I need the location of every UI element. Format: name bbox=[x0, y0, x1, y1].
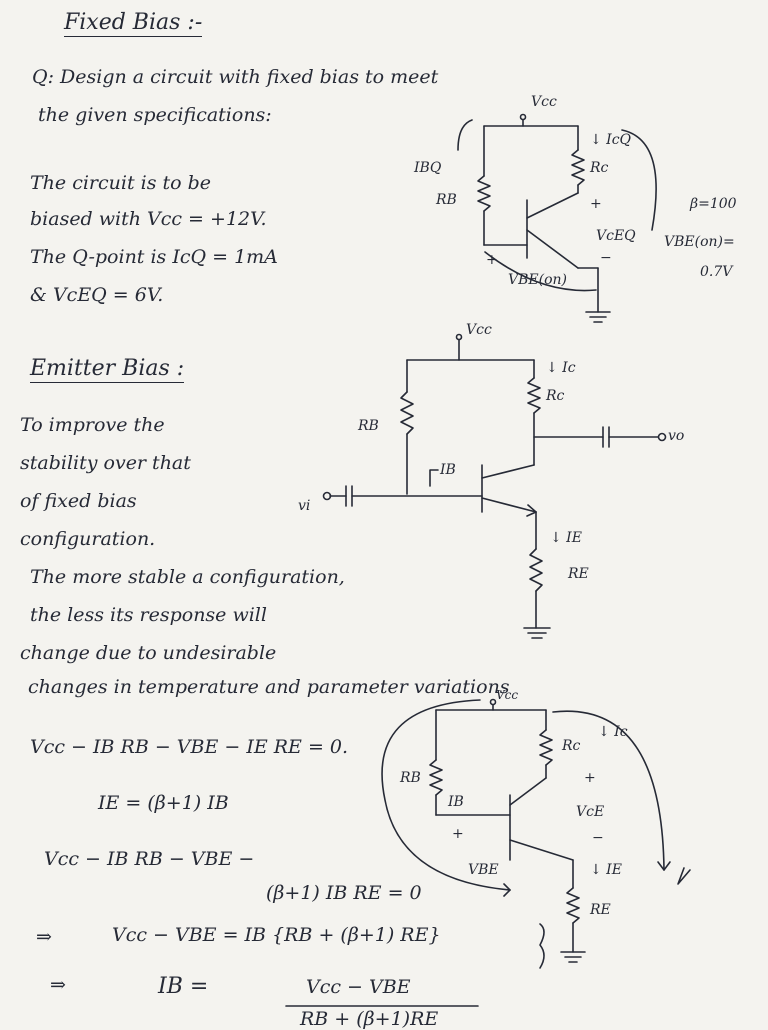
equation-substitute-line-1: Vcc − IB RB − VBE − bbox=[44, 848, 255, 870]
heading-fixed-bias: Fixed Bias :- bbox=[64, 10, 203, 37]
kvl-minus-ce: − bbox=[592, 830, 604, 846]
kvl-vcc-label: Vcc bbox=[496, 688, 519, 702]
fixed-plus-be: + bbox=[486, 252, 498, 268]
fixed-vbe-spec-line-2: 0.7V bbox=[700, 264, 733, 280]
fixed-vceq-label: VcEQ bbox=[596, 228, 636, 244]
kvl-rb-label: RB bbox=[400, 770, 421, 786]
kvl-ic-label: ↓ Ic bbox=[598, 724, 628, 740]
question-line-1: Q: Design a circuit with fixed bias to m… bbox=[32, 66, 439, 88]
fixed-ibq-label: IBQ bbox=[414, 160, 442, 176]
equation-ib-lhs: IB = bbox=[158, 974, 209, 999]
emitter-vcc-label: Vcc bbox=[466, 322, 492, 338]
kvl-vce-label: VcE bbox=[576, 804, 605, 820]
emitter-text-line-3: of fixed bias bbox=[20, 490, 137, 512]
emitter-vi-label: vi bbox=[298, 498, 311, 514]
fixed-text-line-3: The Q-point is IcQ = 1mA bbox=[30, 246, 278, 268]
fixed-vbe-spec-line-1: VBE(on)= bbox=[664, 234, 735, 250]
stability-note-line-3: change due to undesirable bbox=[20, 642, 277, 664]
fixed-rb-label: RB bbox=[436, 192, 457, 208]
equation-ib-numerator: Vcc − VBE bbox=[306, 976, 411, 998]
fixed-beta-spec: β=100 bbox=[690, 196, 737, 212]
emitter-text-line-4: configuration. bbox=[20, 528, 156, 550]
kvl-re-label: RE bbox=[590, 902, 611, 918]
fixed-bias-circuit bbox=[457, 113, 657, 323]
implies-arrow-1: ⇒ bbox=[36, 926, 52, 948]
emitter-bias-circuit bbox=[322, 333, 667, 639]
equation-ib-denominator: RB + (β+1)RE bbox=[300, 1008, 439, 1030]
fixed-plus-ce: + bbox=[590, 196, 602, 212]
fixed-vcc-label: Vcc bbox=[531, 94, 557, 110]
fixed-text-line-4: & VcEQ = 6V. bbox=[30, 284, 164, 306]
stability-note-line-4: changes in temperature and parameter var… bbox=[28, 676, 510, 698]
question-line-2: the given specifications: bbox=[38, 104, 272, 126]
emitter-text-line-1: To improve the bbox=[20, 414, 165, 436]
implies-arrow-2: ⇒ bbox=[50, 974, 66, 996]
fixed-vbe-on-label: VBE(on) bbox=[508, 272, 567, 288]
kvl-circuit bbox=[381, 698, 691, 963]
fixed-minus-ce: − bbox=[600, 250, 612, 266]
emitter-rc-label: Rc bbox=[546, 388, 565, 404]
fixed-text-line-1: The circuit is to be bbox=[30, 172, 212, 194]
fixed-icq-label: ↓ IcQ bbox=[590, 132, 632, 148]
stability-note-line-1: The more stable a configuration, bbox=[30, 566, 345, 588]
emitter-ie-label: ↓ IE bbox=[550, 530, 582, 546]
kvl-vbe-label: VBE bbox=[468, 862, 499, 878]
emitter-text-line-2: stability over that bbox=[20, 452, 191, 474]
kvl-plus-be: + bbox=[452, 826, 464, 842]
equation-strokes bbox=[285, 923, 545, 1007]
kvl-plus-ce: + bbox=[584, 770, 596, 786]
fixed-rc-label: Rc bbox=[590, 160, 609, 176]
emitter-vo-label: vo bbox=[668, 428, 685, 444]
emitter-ic-label: ↓ Ic bbox=[546, 360, 576, 376]
equation-kvl: Vcc − IB RB − VBE − IE RE = 0. bbox=[30, 736, 349, 758]
kvl-rc-label: Rc bbox=[562, 738, 581, 754]
equation-rearranged: Vcc − VBE = IB {RB + (β+1) RE} bbox=[112, 924, 441, 946]
heading-emitter-bias: Emitter Bias : bbox=[30, 356, 185, 383]
equation-substitute-line-2: (β+1) IB RE = 0 bbox=[266, 882, 422, 904]
kvl-ie-label: ↓ IE bbox=[590, 862, 622, 878]
stability-note-line-2: the less its response will bbox=[30, 604, 267, 626]
emitter-ib-label: IB bbox=[440, 462, 456, 478]
fixed-text-line-2: biased with Vcc = +12V. bbox=[30, 208, 267, 230]
kvl-ib-label: IB bbox=[448, 794, 464, 810]
emitter-re-label: RE bbox=[568, 566, 589, 582]
equation-ie: IE = (β+1) IB bbox=[98, 792, 229, 814]
emitter-rb-label: RB bbox=[358, 418, 379, 434]
